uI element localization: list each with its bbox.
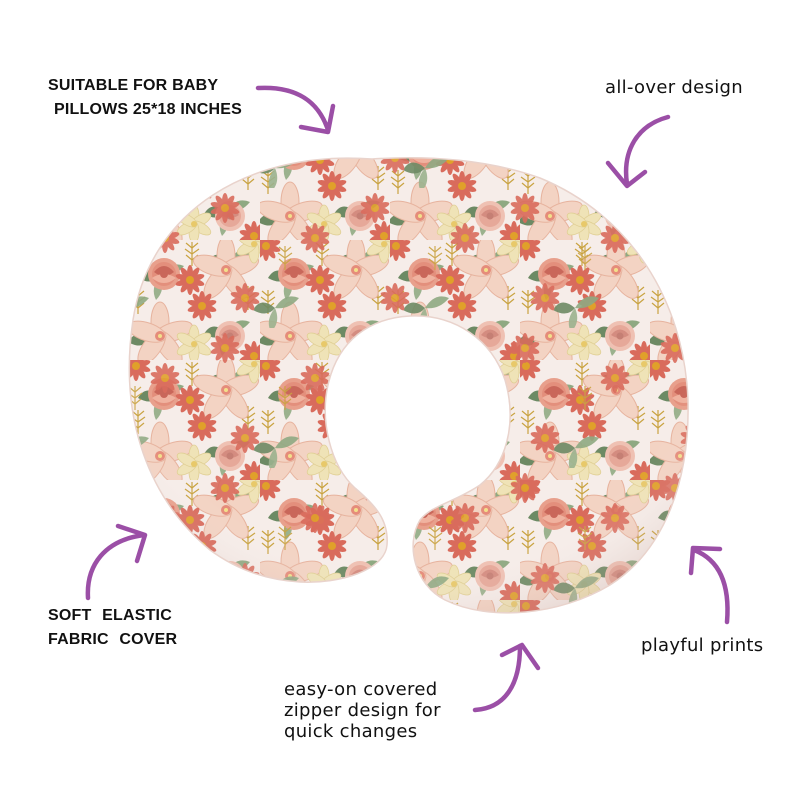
callout-zipper-line-1: easy-on covered <box>284 679 438 700</box>
callout-soft-label: SOFT ELASTIC FABRIC COVER <box>48 604 177 652</box>
callout-size-line-2: PILLOWS 25*18 INCHES <box>54 101 243 118</box>
arrow-icon-soft <box>85 523 148 601</box>
callout-soft-line-2: FABRIC COVER <box>48 631 178 648</box>
callout-allover-label: all-over design <box>605 77 743 98</box>
callout-zipper-line-2: zipper design for <box>284 700 441 721</box>
arrow-icon-playful <box>688 545 730 625</box>
arrow-icon-zipper <box>472 642 541 713</box>
callout-allover-line-1: all-over design <box>605 77 743 98</box>
callout-playful-label: playful prints <box>641 635 763 656</box>
arrow-icon-allover <box>605 114 671 189</box>
callout-size-label: SUITABLE FOR BABY PILLOWS 25*18 INCHES <box>48 74 242 122</box>
callout-zipper-line-3: quick changes <box>284 721 418 742</box>
callout-soft-line-1: SOFT ELASTIC <box>48 607 172 624</box>
arrow-icon-size <box>255 85 336 135</box>
callout-zipper-label: easy-on covered zipper design for quick … <box>284 679 441 742</box>
callout-size-line-1: SUITABLE FOR BABY <box>48 77 219 94</box>
callout-playful-line-1: playful prints <box>641 635 764 656</box>
